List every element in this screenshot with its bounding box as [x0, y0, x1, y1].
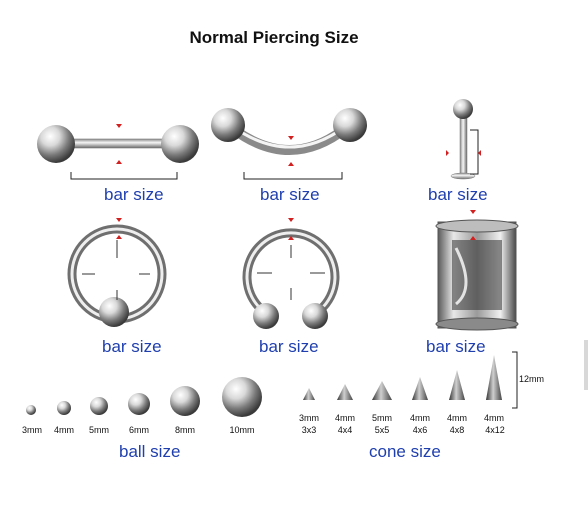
cone-width-label: 4mm	[335, 413, 355, 423]
labret-illustration	[446, 99, 481, 180]
cone-dims-label: 4x4	[337, 425, 353, 435]
ball-4mm	[57, 401, 71, 415]
cone-width-label: 3mm	[299, 413, 319, 423]
ball-5mm	[90, 397, 108, 415]
cone-size-caption: cone size	[369, 442, 441, 461]
horseshoe-illustration	[242, 218, 340, 329]
tunnel-caption: bar size	[426, 337, 486, 356]
ball-label: 3mm	[22, 425, 42, 435]
curved-ball-left	[211, 108, 245, 142]
cone-dims-label: 4x8	[449, 425, 465, 435]
horseshoe-caption: bar size	[259, 337, 319, 356]
ball-8mm	[170, 386, 200, 416]
captive-ring-illustration	[67, 218, 167, 327]
cone-dims-label: 4x12	[485, 425, 505, 435]
cone-4x8	[449, 370, 465, 400]
ball-10mm	[222, 377, 262, 417]
cone-width-label: 4mm	[447, 413, 467, 423]
cone-width-label: 4mm	[484, 413, 504, 423]
cone-4x4	[337, 384, 353, 400]
cone-4x6	[412, 377, 428, 400]
ball-label: 10mm	[229, 425, 255, 435]
labret-caption: bar size	[428, 185, 488, 204]
cone-size-illustrations	[303, 351, 518, 409]
barbell-ball-left	[37, 125, 75, 163]
cone-dims-label: 4x6	[412, 425, 428, 435]
ball-3mm	[26, 405, 36, 415]
cone-5x5	[372, 381, 392, 400]
ball-label: 8mm	[175, 425, 195, 435]
page-title: Normal Piercing Size	[189, 28, 359, 47]
cone-width-label: 4mm	[410, 413, 430, 423]
barbell-illustration	[37, 124, 199, 180]
tunnel-illustration	[435, 210, 519, 331]
ball-label: 4mm	[54, 425, 74, 435]
ball-label: 5mm	[89, 425, 109, 435]
cone-4x12	[486, 355, 502, 400]
curved-barbell-caption: bar size	[260, 185, 320, 204]
cone-3x3	[303, 388, 315, 400]
curved-barbell-illustration	[211, 108, 367, 180]
curved-ball-right	[333, 108, 367, 142]
ball-size-illustrations	[26, 377, 262, 417]
captive-ring-caption: bar size	[102, 337, 162, 356]
cone-height-label: 12mm	[519, 374, 545, 384]
ball-label: 6mm	[129, 425, 149, 435]
barbell-ball-right	[161, 125, 199, 163]
cone-width-label: 5mm	[372, 413, 392, 423]
cone-dims-label: 5x5	[374, 425, 390, 435]
cone-dims-label: 3x3	[301, 425, 317, 435]
right-edge-scrollbar	[584, 340, 588, 390]
ball-6mm	[128, 393, 150, 415]
ball-size-caption: ball size	[119, 442, 181, 461]
barbell-caption: bar size	[104, 185, 164, 204]
